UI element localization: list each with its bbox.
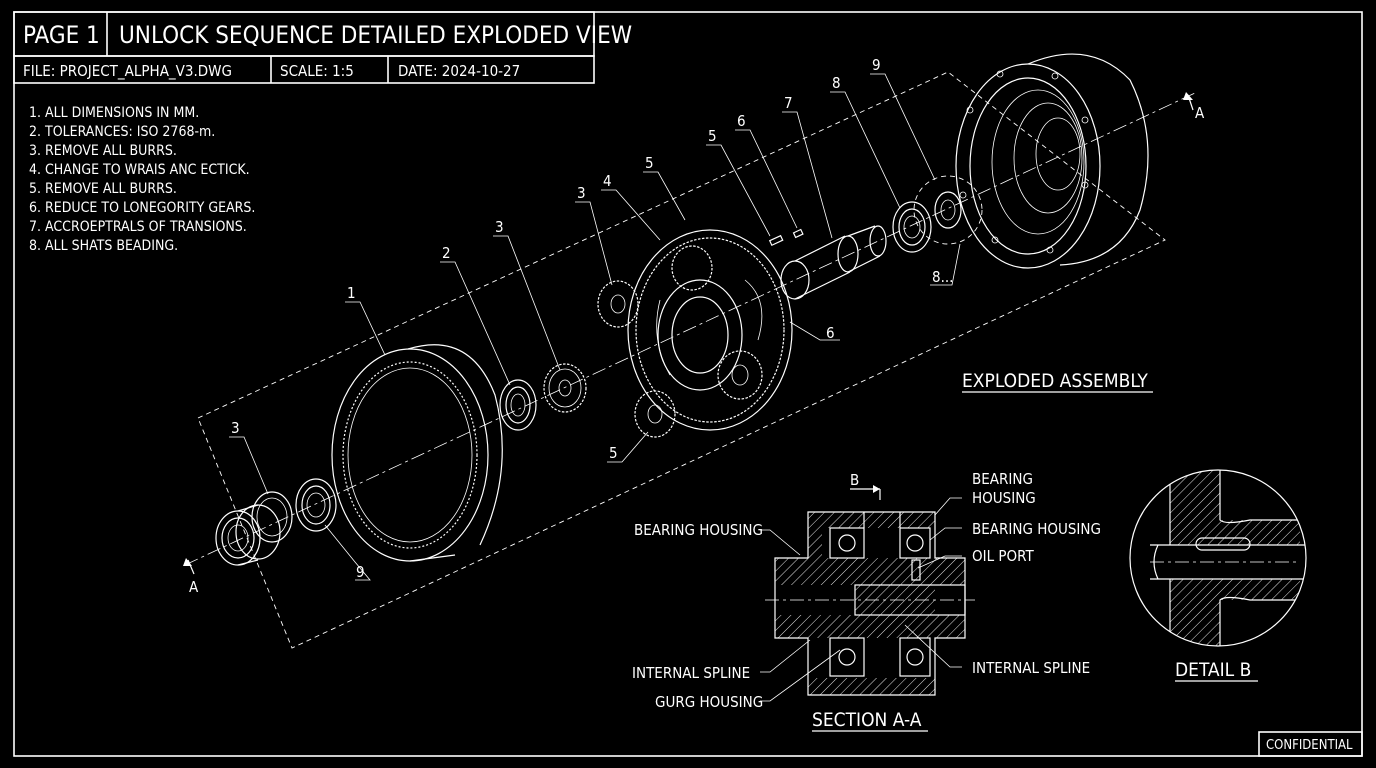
svg-text:3: 3	[495, 218, 504, 236]
svg-text:CONFIDENTIAL: CONFIDENTIAL	[1266, 738, 1353, 753]
svg-text:7: 7	[784, 94, 793, 112]
callout-pin: 5	[706, 127, 771, 237]
detail-b: DETAIL B	[1129, 469, 1307, 682]
callout-ring-inner: 6	[789, 321, 840, 342]
note-6: 6. REDUCE TO LONEGORITY GEARS.	[29, 200, 255, 216]
callout-ring-gear: 1	[345, 284, 386, 356]
bearing-small-left	[295, 478, 337, 532]
svg-text:6: 6	[826, 324, 835, 342]
svg-text:8...: 8...	[932, 268, 953, 286]
svg-text:A: A	[189, 578, 199, 596]
assembly-envelope	[197, 71, 1166, 649]
callout-planet-bottom: 5	[607, 431, 649, 463]
label-bearing-housing-top-1: BEARING	[972, 470, 1033, 488]
label-internal-spline-left: INTERNAL SPLINE	[632, 664, 750, 682]
title-block: PAGE 1 UNLOCK SEQUENCE DETAILED EXPLODED…	[13, 11, 632, 84]
svg-text:5: 5	[609, 444, 618, 462]
callout-key: 6	[735, 112, 798, 229]
svg-text:A: A	[1195, 104, 1205, 122]
note-2: 2. TOLERANCES: ISO 2768-m.	[29, 124, 215, 140]
planet-gear-bottom	[634, 390, 676, 438]
svg-text:5: 5	[708, 127, 717, 145]
sheet-border	[13, 11, 1363, 757]
callout-carrier: 4	[601, 172, 661, 241]
scale: SCALE: 1:5	[280, 62, 354, 80]
assembly-axis	[184, 92, 1196, 566]
svg-text:9: 9	[356, 563, 365, 581]
gear-left	[543, 363, 587, 413]
label-gurg-housing: GURG HOUSING	[655, 693, 763, 711]
note-1: 1. ALL DIMENSIONS IN MM.	[29, 105, 199, 121]
bearing-small-right	[913, 175, 983, 245]
callout-gear-planet: 3	[575, 184, 613, 286]
section-a-a: B BEARING HOUSING BEARING	[632, 470, 1101, 732]
exploded-assembly-heading: EXPLODED ASSEMBLY	[962, 370, 1148, 392]
planet-carrier	[627, 229, 793, 431]
ring-gear	[331, 344, 503, 562]
note-7: 7. ACCROEPTRALS OF TRANSIONS.	[29, 219, 247, 235]
note-4: 4. CHANGE TO WRAIS ANC ECTICK.	[29, 162, 250, 178]
callout-planet-top: 5	[643, 154, 686, 221]
detail-heading: DETAIL B	[1175, 659, 1251, 681]
note-3: 3. REMOVE ALL BURRS.	[29, 143, 177, 159]
callout-spacer: 3	[229, 419, 269, 495]
label-bearing-housing-top-2: HOUSING	[972, 489, 1036, 507]
pin	[768, 234, 784, 247]
svg-text:4: 4	[603, 172, 612, 190]
label-bearing-housing-right: BEARING HOUSING	[972, 520, 1101, 538]
svg-text:1: 1	[347, 284, 356, 302]
callout-bearing-right: 8	[830, 74, 901, 209]
callout-shaft: 7	[782, 94, 833, 239]
callout-bearing-small-right: 9	[870, 56, 936, 181]
confidential-stamp: CONFIDENTIAL	[1258, 731, 1363, 757]
general-notes: 1. ALL DIMENSIONS IN MM. 2. TOLERANCES: …	[29, 105, 255, 254]
drawing-title: UNLOCK SEQUENCE DETAILED EXPLODED VIEW	[119, 21, 632, 49]
section-marker-b: B	[850, 471, 859, 489]
callout-bearing-left: 2	[440, 244, 511, 386]
label-oil-port: OIL PORT	[972, 547, 1034, 565]
svg-text:2: 2	[442, 244, 451, 262]
section-heading: SECTION A-A	[812, 709, 922, 731]
exploded-view: A A	[183, 53, 1205, 649]
label-internal-spline-right: INTERNAL SPLINE	[972, 659, 1090, 677]
svg-text:5: 5	[645, 154, 654, 172]
svg-text:8: 8	[832, 74, 841, 92]
planet-gear-top	[597, 280, 639, 328]
label-bearing-housing-left: BEARING HOUSING	[634, 521, 763, 539]
note-5: 5. REMOVE ALL BURRS.	[29, 181, 177, 197]
callout-bearing-small: 9	[324, 524, 371, 581]
svg-text:9: 9	[872, 56, 881, 74]
section-marker-a-left: A	[183, 558, 199, 596]
svg-text:3: 3	[231, 419, 240, 437]
spacer-ring	[251, 491, 293, 543]
key	[792, 228, 804, 239]
callout-gear-left: 3	[493, 218, 561, 371]
bearing-mid	[499, 379, 537, 431]
svg-text:3: 3	[577, 184, 586, 202]
page-number: PAGE 1	[23, 21, 100, 49]
shaft	[780, 225, 887, 300]
svg-text:6: 6	[737, 112, 746, 130]
housing	[955, 53, 1149, 269]
date: DATE: 2024-10-27	[398, 62, 520, 80]
callout-detail-ref: 8...	[930, 243, 961, 286]
note-8: 8. ALL SHATS BEADING.	[29, 238, 178, 254]
bearing-left	[215, 504, 281, 566]
file-name: FILE: PROJECT_ALPHA_V3.DWG	[23, 62, 232, 81]
bearing-right	[892, 201, 932, 253]
section-marker-a-right: A	[1183, 92, 1205, 122]
